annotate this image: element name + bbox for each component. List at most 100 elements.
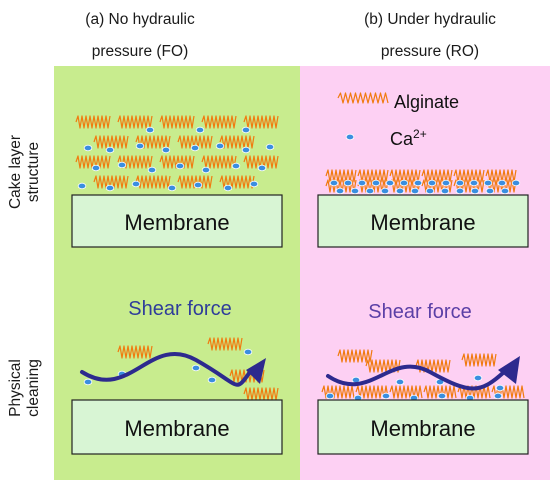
calcium-ion	[215, 142, 225, 150]
alginate-chain	[93, 135, 129, 149]
membrane-ro-bottom-box	[317, 399, 529, 455]
alginate-chain	[461, 353, 497, 367]
calcium-ion	[223, 184, 233, 192]
alginate-chain	[243, 155, 279, 169]
calcium-ion	[469, 179, 479, 187]
cleaning-fo	[80, 337, 279, 401]
alginate-chain	[321, 385, 355, 399]
column-header-fo: (a) No hydraulic pressure (FO)	[40, 4, 240, 68]
alginate-chain	[415, 359, 451, 373]
membrane-label: Membrane	[124, 416, 229, 441]
alginate-chain	[325, 179, 357, 193]
calcium-ion	[190, 144, 200, 152]
calcium-ion	[241, 126, 251, 134]
calcium-ion	[249, 180, 259, 188]
calcium-ion	[257, 164, 267, 172]
shear-flow-line	[326, 364, 506, 391]
alginate-chain	[177, 135, 213, 149]
calcium-ion	[105, 146, 115, 154]
membrane-ro-top: Membrane	[317, 194, 529, 248]
calcium-ion	[371, 179, 381, 187]
calcium-ion	[207, 376, 217, 384]
legend-alginate-label: Alginate	[394, 92, 459, 112]
calcium-ion	[117, 161, 127, 169]
calcium-ion	[350, 187, 360, 195]
alginate-chain	[355, 385, 389, 399]
calcium-ion	[455, 187, 465, 195]
shear-force-label-ro: Shear force	[368, 301, 471, 323]
alginate-chain	[219, 135, 255, 149]
calcium-ion	[495, 384, 505, 392]
calcium-ion	[455, 179, 465, 187]
membrane-fo-bottom: Membrane	[71, 399, 283, 455]
calcium-ion	[399, 179, 409, 187]
calcium-ion	[395, 187, 405, 195]
calcium-ion	[441, 179, 451, 187]
alginate-chain	[243, 115, 279, 129]
calcium-ion	[91, 164, 101, 172]
calcium-ion	[135, 142, 145, 150]
calcium-ion	[427, 179, 437, 187]
calcium-ion	[410, 187, 420, 195]
calcium-ion	[161, 146, 171, 154]
alginate-chain	[201, 115, 237, 129]
calcium-ion	[131, 180, 141, 188]
calcium-ion	[193, 181, 203, 189]
calcium-ion	[105, 184, 115, 192]
arrow-head-icon	[498, 356, 520, 384]
alginate-chain	[219, 175, 255, 189]
alginate-chain	[201, 155, 237, 169]
alginate-chain	[389, 385, 423, 399]
calcium-ion	[473, 374, 483, 382]
alginate-chain	[75, 155, 111, 169]
calcium-ion	[145, 126, 155, 134]
calcium-ion	[195, 126, 205, 134]
calcium-ion	[497, 179, 507, 187]
calcium-ion	[395, 378, 405, 386]
alginate-chain	[159, 155, 195, 169]
alginate-chain	[453, 169, 485, 183]
alginate-chain	[177, 175, 213, 189]
alginate-chain	[389, 169, 421, 183]
calcium-ion	[201, 166, 211, 174]
shear-force-label-fo: Shear force	[128, 298, 231, 320]
calcium-ion	[343, 179, 353, 187]
calcium-ion	[147, 166, 157, 174]
alginate-chain	[117, 155, 153, 169]
column-header-fo-line2: pressure (FO)	[91, 43, 189, 60]
calcium-ion	[175, 162, 185, 170]
legend-calcium-label: Ca2+	[390, 127, 427, 149]
column-header-ro-line1: (b) Under hydraulic	[364, 11, 496, 28]
alginate-chain	[159, 115, 195, 129]
calcium-ion	[241, 146, 251, 154]
alginate-chain	[135, 175, 171, 189]
column-header-fo-line1: (a) No hydraulic	[85, 11, 195, 28]
calcium-ion	[83, 144, 93, 152]
membrane-fo-bottom-box	[71, 399, 283, 455]
calcium-ion	[437, 392, 447, 400]
alginate-chain	[337, 92, 389, 104]
alginate-chain	[325, 169, 357, 183]
legend: Alginate Ca2+	[337, 92, 459, 149]
arrow-head-icon	[246, 358, 266, 384]
column-header-ro: (b) Under hydraulic pressure (RO)	[330, 4, 530, 68]
alginate-chain	[117, 345, 153, 359]
shear-flow-line	[80, 352, 252, 387]
membrane-label: Membrane	[370, 210, 475, 235]
membrane-ro-top-box	[317, 194, 529, 248]
alginate-chain	[117, 115, 153, 129]
alginate-chain	[75, 115, 111, 129]
alginate-chain	[337, 349, 373, 363]
calcium-ion	[335, 187, 345, 195]
calcium-ion	[345, 133, 355, 141]
legend-calcium-superscript: 2+	[413, 127, 427, 141]
calcium-ion	[77, 182, 87, 190]
membrane-fo-top: Membrane	[71, 194, 283, 248]
membrane-ro-bottom: Membrane	[317, 399, 529, 455]
calcium-ion	[500, 187, 510, 195]
legend-calcium-base: Ca	[390, 129, 414, 149]
alginate-chain	[357, 169, 389, 183]
calcium-ion	[485, 187, 495, 195]
